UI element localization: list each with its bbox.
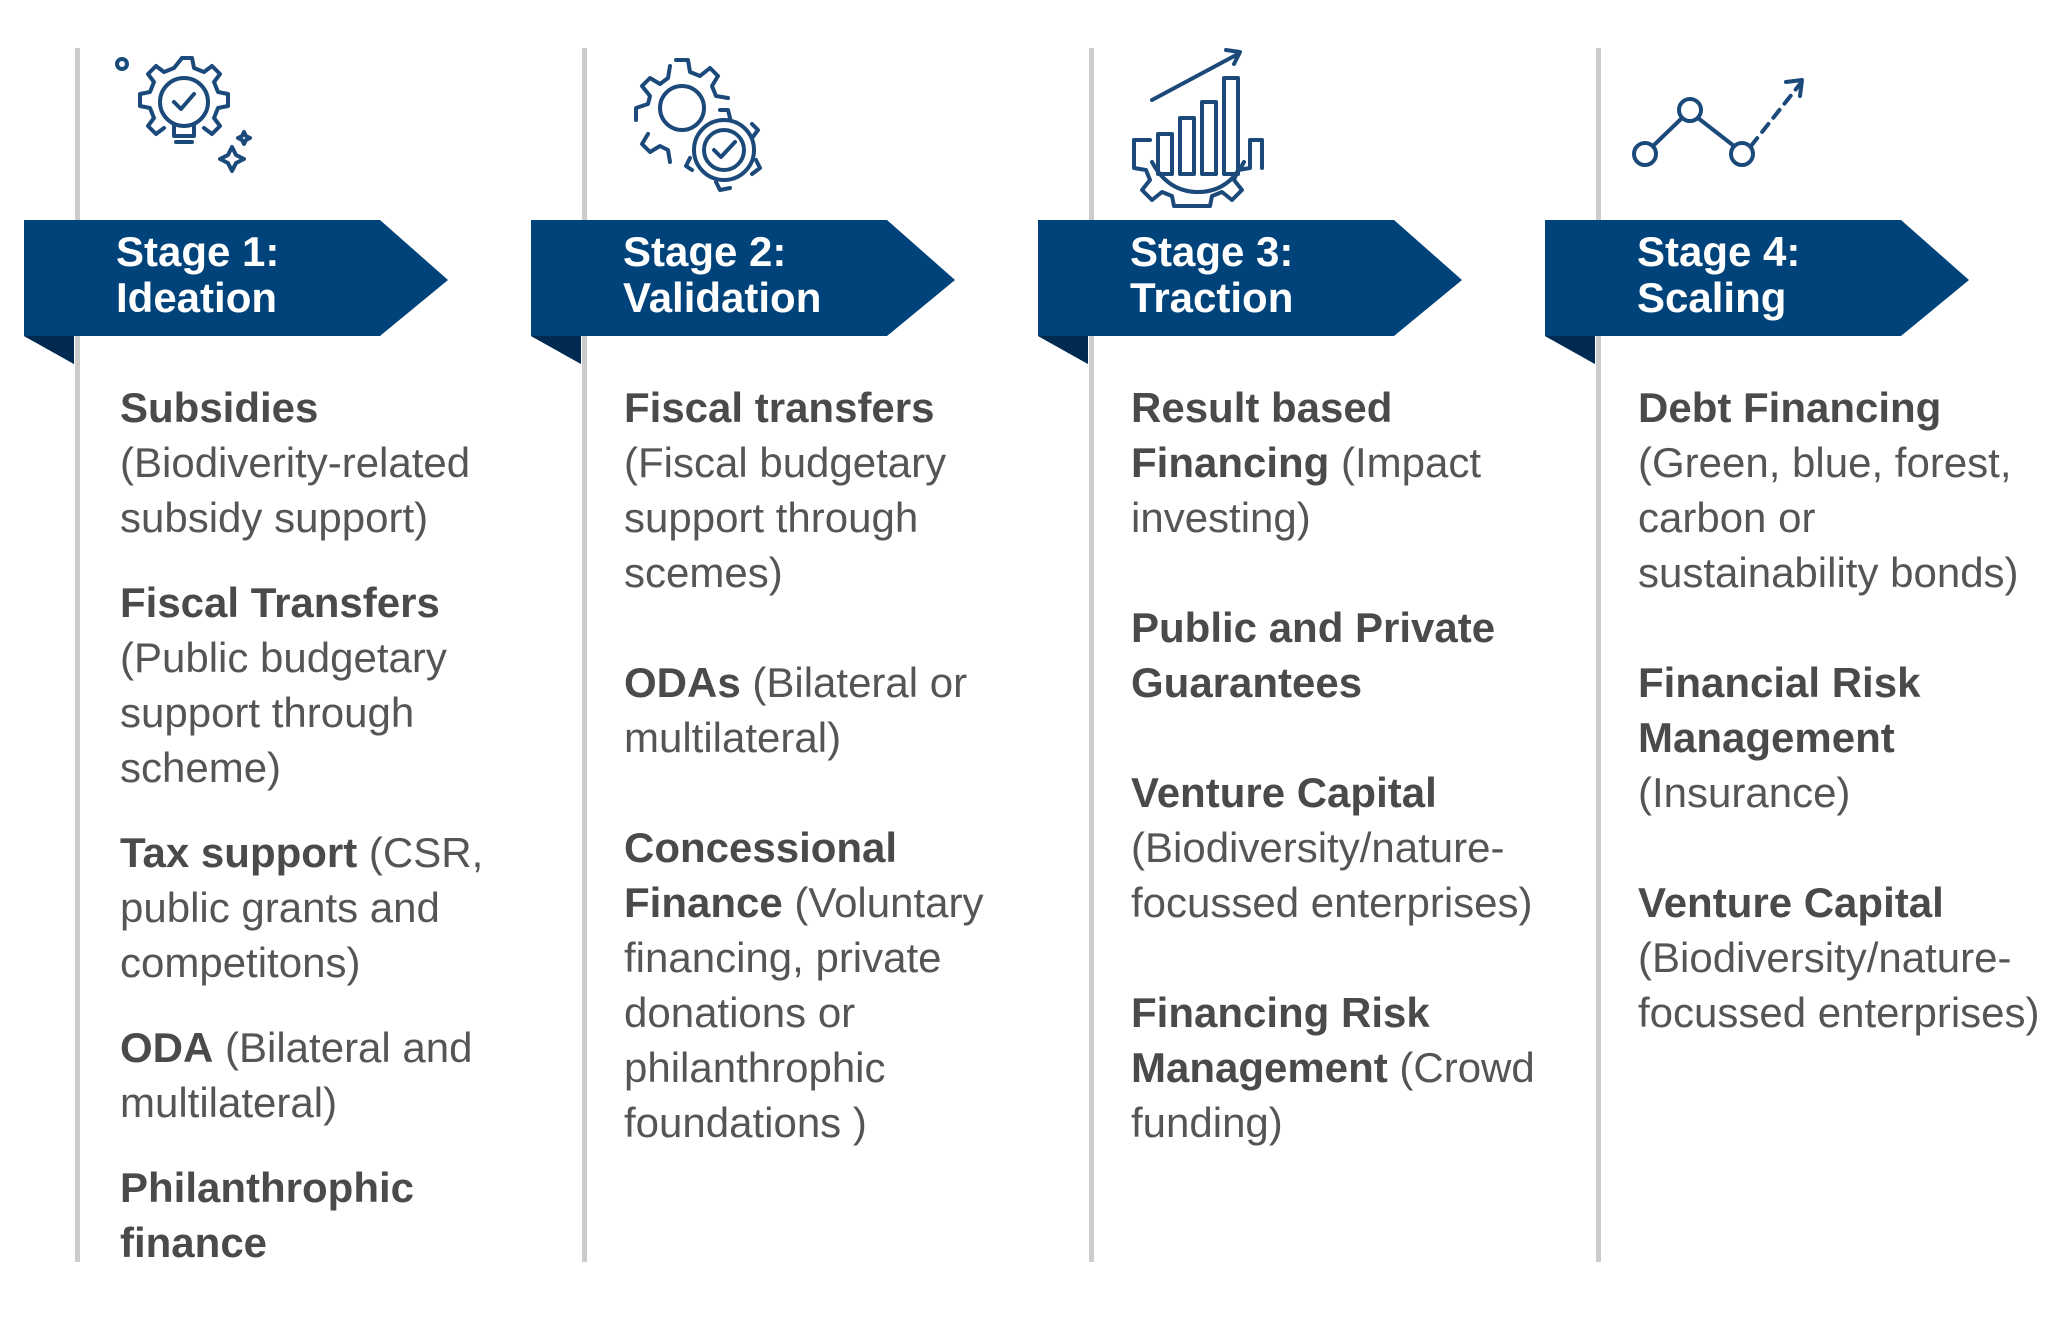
stage-3-number: Stage 3: bbox=[1130, 228, 1294, 275]
item-title: Fiscal transfers bbox=[624, 384, 935, 431]
item-title: Debt Financing bbox=[1638, 384, 1942, 431]
stage-3-item: Result based Financing (Impact investing… bbox=[1131, 380, 1531, 545]
stage-1-item: Subsidies (Biodiverity-related subsidy s… bbox=[120, 380, 520, 545]
item-title: Tax support bbox=[120, 829, 358, 876]
stage-4-title: Stage 4:Scaling bbox=[1637, 229, 1800, 321]
item-description: (Bilateral or multilateral) bbox=[624, 659, 968, 761]
item-description: (Crowd funding) bbox=[1131, 1044, 1535, 1146]
stage-1-number: Stage 1: bbox=[116, 228, 280, 275]
item-description: (Insurance) bbox=[1638, 769, 1851, 816]
stage-4-name: Scaling bbox=[1637, 274, 1787, 321]
stage-2-item: Fiscal transfers (Fiscal budgetary suppo… bbox=[624, 380, 984, 600]
item-title: Fiscal Transfers bbox=[120, 579, 440, 626]
stage-2-item: Concessional Finance (Voluntary financin… bbox=[624, 820, 1064, 1150]
stage-3-item: Venture Capital (Biodiversity/nature-foc… bbox=[1131, 765, 1551, 930]
item-title: Venture Capital bbox=[1131, 769, 1437, 816]
item-description: (Biodiverity-related subsidy support) bbox=[120, 439, 471, 541]
growth-chart-gear-icon bbox=[1132, 48, 1264, 208]
stage-3-item: Financing Risk Management (Crowd funding… bbox=[1131, 985, 1561, 1150]
stage-1-banner: Stage 1:Ideation bbox=[24, 220, 448, 364]
item-title: Financing Risk Management bbox=[1131, 989, 1430, 1091]
stage-1-item: Philanthrophic finance bbox=[120, 1160, 440, 1270]
stage-2-name: Validation bbox=[623, 274, 822, 321]
item-description: (Biodiversity/nature-focussed enterprise… bbox=[1638, 934, 2040, 1036]
item-title: Result based Financing bbox=[1131, 384, 1393, 486]
stage-4-content: Debt Financing (Green, blue, forest, car… bbox=[1638, 380, 2048, 1040]
stage-1-name: Ideation bbox=[116, 274, 278, 321]
stage-2-content: Fiscal transfers (Fiscal budgetary suppo… bbox=[624, 380, 1064, 1150]
item-description: (Voluntary financing, private donations … bbox=[624, 879, 984, 1146]
stage-2-banner: Stage 2:Validation bbox=[531, 220, 955, 364]
stage-2-number: Stage 2: bbox=[623, 228, 787, 275]
item-title: Concessional Finance bbox=[624, 824, 898, 926]
divider-stage-3 bbox=[1089, 48, 1094, 1262]
item-description: (CSR, public grants and competitons) bbox=[120, 829, 484, 986]
stage-4-item: Debt Financing (Green, blue, forest, car… bbox=[1638, 380, 2048, 600]
stage-1-item: ODA (Bilateral and multilateral) bbox=[120, 1020, 520, 1130]
item-description: (Public budgetary support through scheme… bbox=[120, 634, 447, 791]
divider-stage-4 bbox=[1596, 48, 1601, 1262]
item-title: Financial Risk Management bbox=[1638, 659, 1921, 761]
lightbulb-gear-icon bbox=[115, 56, 252, 173]
item-description: (Impact investing) bbox=[1131, 439, 1482, 541]
trend-line-arrow-icon bbox=[1632, 78, 1804, 167]
stage-1-item: Fiscal Transfers (Public budgetary suppo… bbox=[120, 575, 520, 795]
item-title: Venture Capital bbox=[1638, 879, 1944, 926]
item-title: Public and Private Guarantees bbox=[1131, 604, 1496, 706]
gears-check-icon bbox=[634, 58, 762, 192]
stage-2-item: ODAs (Bilateral or multilateral) bbox=[624, 655, 1024, 765]
item-title: Subsidies bbox=[120, 384, 319, 431]
divider-stage-2 bbox=[582, 48, 587, 1262]
stage-4-banner: Stage 4:Scaling bbox=[1545, 220, 1969, 364]
stage-3-name: Traction bbox=[1130, 274, 1294, 321]
stage-1-title: Stage 1:Ideation bbox=[116, 229, 279, 321]
divider-stage-1 bbox=[75, 48, 80, 1262]
item-description: (Bilateral and multilateral) bbox=[120, 1024, 473, 1126]
item-title: ODAs bbox=[624, 659, 741, 706]
stage-3-content: Result based Financing (Impact investing… bbox=[1131, 380, 1561, 1150]
item-title: ODA bbox=[120, 1024, 214, 1071]
stage-4-number: Stage 4: bbox=[1637, 228, 1801, 275]
stage-1-content: Subsidies (Biodiverity-related subsidy s… bbox=[120, 380, 520, 1270]
stage-3-item: Public and Private Guarantees bbox=[1131, 600, 1531, 710]
item-description: (Green, blue, forest, carbon or sustaina… bbox=[1638, 439, 2019, 596]
stage-1-item: Tax support (CSR, public grants and comp… bbox=[120, 825, 520, 990]
item-description: (Biodiversity/nature-focussed enterprise… bbox=[1131, 824, 1533, 926]
stage-3-title: Stage 3:Traction bbox=[1130, 229, 1293, 321]
item-title: Philanthrophic finance bbox=[120, 1164, 414, 1266]
stage-4-item: Venture Capital (Biodiversity/nature-foc… bbox=[1638, 875, 2048, 1040]
stage-4-item: Financial Risk Management (Insurance) bbox=[1638, 655, 1968, 820]
item-description: (Fiscal budgetary support through scemes… bbox=[624, 439, 947, 596]
stage-2-title: Stage 2:Validation bbox=[623, 229, 821, 321]
stage-3-banner: Stage 3:Traction bbox=[1038, 220, 1462, 364]
